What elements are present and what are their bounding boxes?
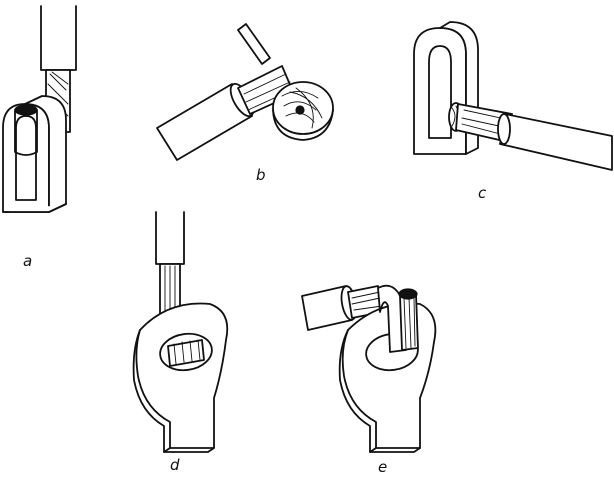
figure-a-wire-through [14,109,38,156]
figure-e-strand-lines [351,291,383,311]
figure-a-insulation [40,5,77,71]
figure-c-insulation [499,113,613,171]
figure-b-terminal-edge [272,109,334,141]
figure-a-clamp-base [2,203,67,213]
figure-e-lug-edge [338,329,377,453]
label-c: c [478,184,487,202]
figure-d-coil-lines [173,339,201,365]
figure-d-lug [135,302,229,449]
figure-d-strand-lines [164,265,176,315]
figure-d-insulation [155,211,185,265]
label-d: d [170,456,180,474]
figure-c: c [413,21,613,202]
figure-a-clamp-side [24,95,67,213]
figure-c-insulation-end [497,113,511,145]
figure-b: b [156,23,334,184]
figure-a-slot [15,115,37,201]
figure-e-wire-end [398,288,418,300]
figure-d: d [132,211,229,474]
figure-d-lug-bottom [163,447,215,453]
figure-e: e [301,284,437,476]
figure-c-slot [428,45,452,139]
label-e: e [378,458,387,476]
label-b: b [256,166,266,184]
figure-d-lug-edge [132,329,171,453]
figure-d-coil [167,339,205,367]
figure-b-tail [237,23,271,65]
figure-e-lug-bottom [369,447,421,453]
figure-e-loop-lines [403,297,416,349]
figure-a-wire-end [14,104,38,116]
figure-e-loop [377,284,407,353]
label-a: a [23,252,32,270]
figure-a: a [2,5,77,270]
figure-b-screw-center [295,105,305,115]
